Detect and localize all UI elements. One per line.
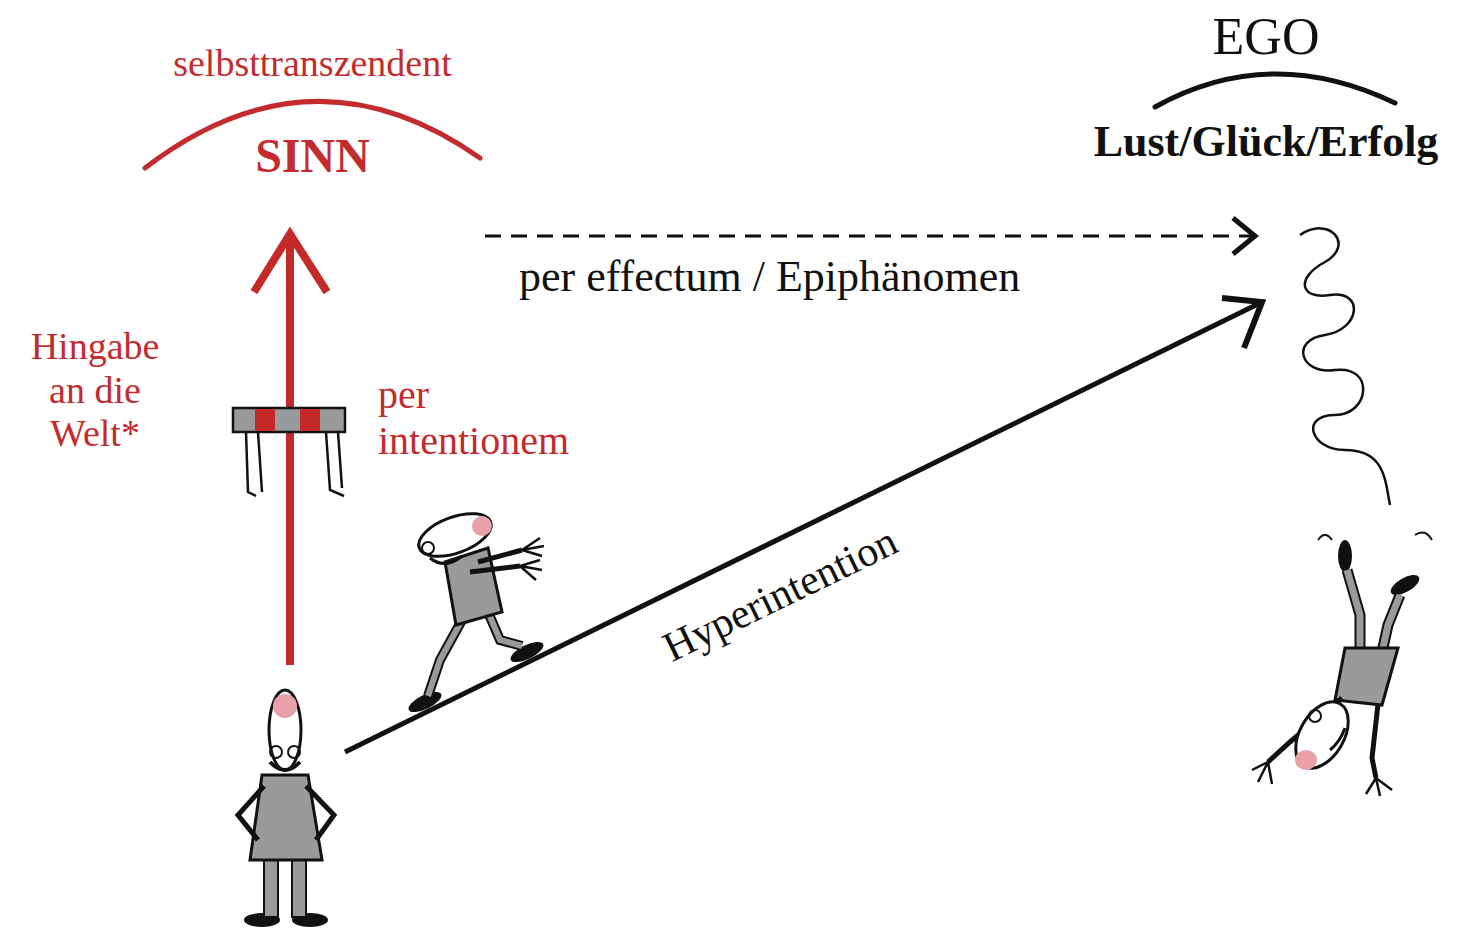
hurdle: [233, 408, 345, 496]
leg: [1382, 595, 1400, 652]
spiral: [1300, 228, 1390, 505]
standing-man: [238, 690, 334, 927]
hyperintention-line: [345, 304, 1258, 752]
head-highlight: [273, 694, 297, 718]
leg: [1382, 595, 1400, 652]
motion-marks: [1318, 532, 1432, 540]
leg: [488, 612, 522, 646]
leg: [292, 855, 306, 917]
body: [1335, 648, 1398, 705]
glasses: [422, 542, 434, 554]
leg: [488, 612, 522, 646]
head-highlight: [1295, 750, 1317, 770]
glasses: [288, 746, 300, 758]
walking-man: [406, 505, 546, 716]
arm: [470, 550, 522, 572]
hurdle-bar: [233, 408, 345, 432]
leg: [428, 620, 462, 696]
head: [413, 505, 497, 565]
meaning-title: SINN: [255, 128, 370, 183]
dashed-line: [485, 235, 1255, 238]
hurdle-leg: [326, 432, 344, 496]
hurdle-leg: [246, 432, 262, 496]
arm: [306, 786, 334, 840]
dashed-arrow: [485, 218, 1255, 254]
nose: [472, 516, 492, 536]
intention-label: per intentionem: [378, 372, 593, 464]
grin: [430, 556, 462, 564]
hyperintention-label: Hyperintention: [655, 517, 905, 672]
head: [1285, 693, 1359, 777]
ego-node: EGO Lust/Glück/Erfolg: [1060, 5, 1472, 236]
hurdle-stripe: [255, 409, 275, 431]
glasses: [270, 746, 282, 758]
shoe: [1338, 540, 1352, 572]
meaning-heading: selbsttranszendent: [173, 42, 452, 86]
meaning-node: selbsttranszendentSINN: [140, 40, 485, 236]
shoe: [1388, 571, 1423, 599]
falling-man: [1252, 532, 1432, 796]
arm: [1372, 704, 1378, 778]
edge-label: per effectum / Epiphänomen: [515, 252, 1024, 303]
glasses: [1309, 710, 1321, 722]
arm: [238, 786, 264, 840]
intention-arrow-shaft: [286, 240, 294, 665]
beard: [270, 762, 300, 770]
leg: [264, 855, 278, 917]
arrow-head: [1233, 218, 1255, 254]
ego-title: EGO: [1213, 7, 1320, 67]
hand: [520, 538, 544, 580]
leg: [428, 620, 462, 696]
hand: [1252, 762, 1392, 796]
mouth: [1330, 728, 1345, 750]
intention-arrow-head: [254, 234, 327, 292]
leg: [1347, 570, 1360, 650]
head: [269, 690, 301, 770]
leg: [1347, 570, 1360, 650]
arc: [1155, 74, 1395, 107]
hurdle-stripe: [300, 409, 320, 431]
hyperintention-head: [1222, 298, 1262, 348]
devotion-label: Hingabe an die Welt*: [20, 325, 170, 456]
ego-subtitle: Lust/Glück/Erfolg: [1094, 117, 1439, 168]
